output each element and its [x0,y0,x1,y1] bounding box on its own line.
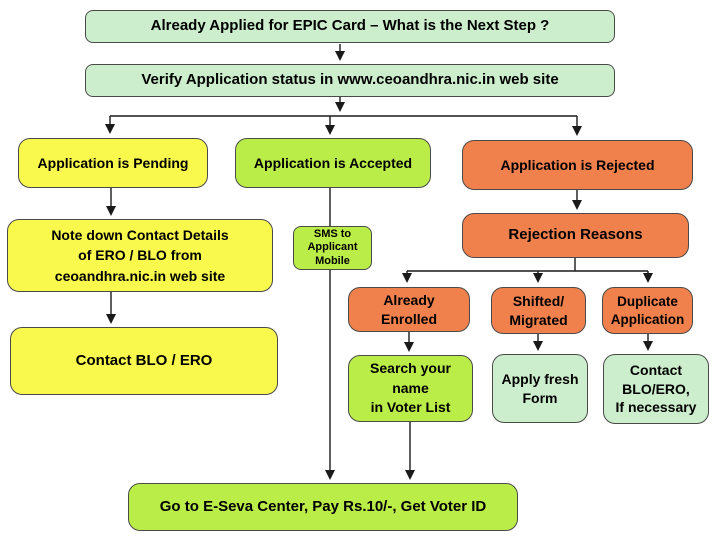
flow-node-shifted-migrated: Shifted/ Migrated [491,287,586,334]
flow-node-application-pending: Application is Pending [18,138,208,188]
flow-node-contact-blo-ero-if-necessary: Contact BLO/ERO, If necessary [603,354,709,424]
flow-node-title: Already Applied for EPIC Card – What is … [85,10,615,43]
flow-node-rejection-reasons: Rejection Reasons [462,213,689,258]
flow-node-contact-blo-ero: Contact BLO / ERO [10,327,278,395]
flow-node-application-accepted: Application is Accepted [235,138,431,188]
flow-node-search-voter-list: Search your name in Voter List [348,355,473,422]
flow-node-duplicate-application: Duplicate Application [602,287,693,334]
flow-node-application-rejected: Application is Rejected [462,140,693,190]
flow-node-verify-status: Verify Application status in www.ceoandh… [85,64,615,97]
flow-node-apply-fresh-form: Apply fresh Form [492,354,588,423]
flow-node-eseva-center: Go to E-Seva Center, Pay Rs.10/-, Get Vo… [128,483,518,531]
flow-node-note-contact-details: Note down Contact Details of ERO / BLO f… [7,219,273,292]
flow-node-already-enrolled: Already Enrolled [348,287,470,332]
flow-node-sms-to-applicant: SMS to Applicant Mobile [293,226,372,270]
